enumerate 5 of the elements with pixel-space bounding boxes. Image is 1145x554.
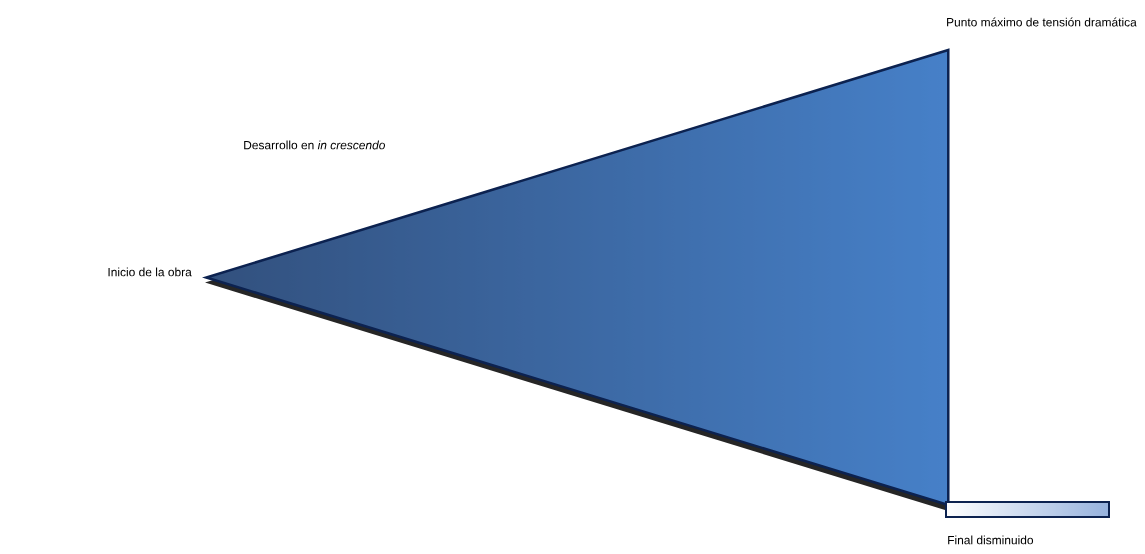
bar-shape (945, 501, 1110, 518)
annotation-text: Inicio de la obra (108, 267, 192, 277)
annotation-text: Desarrollo en in crescendo (244, 140, 385, 150)
annotation-text: Final disminuido (948, 535, 1034, 545)
annotation-text: Punto máximo de tensión dramática (947, 17, 1137, 27)
